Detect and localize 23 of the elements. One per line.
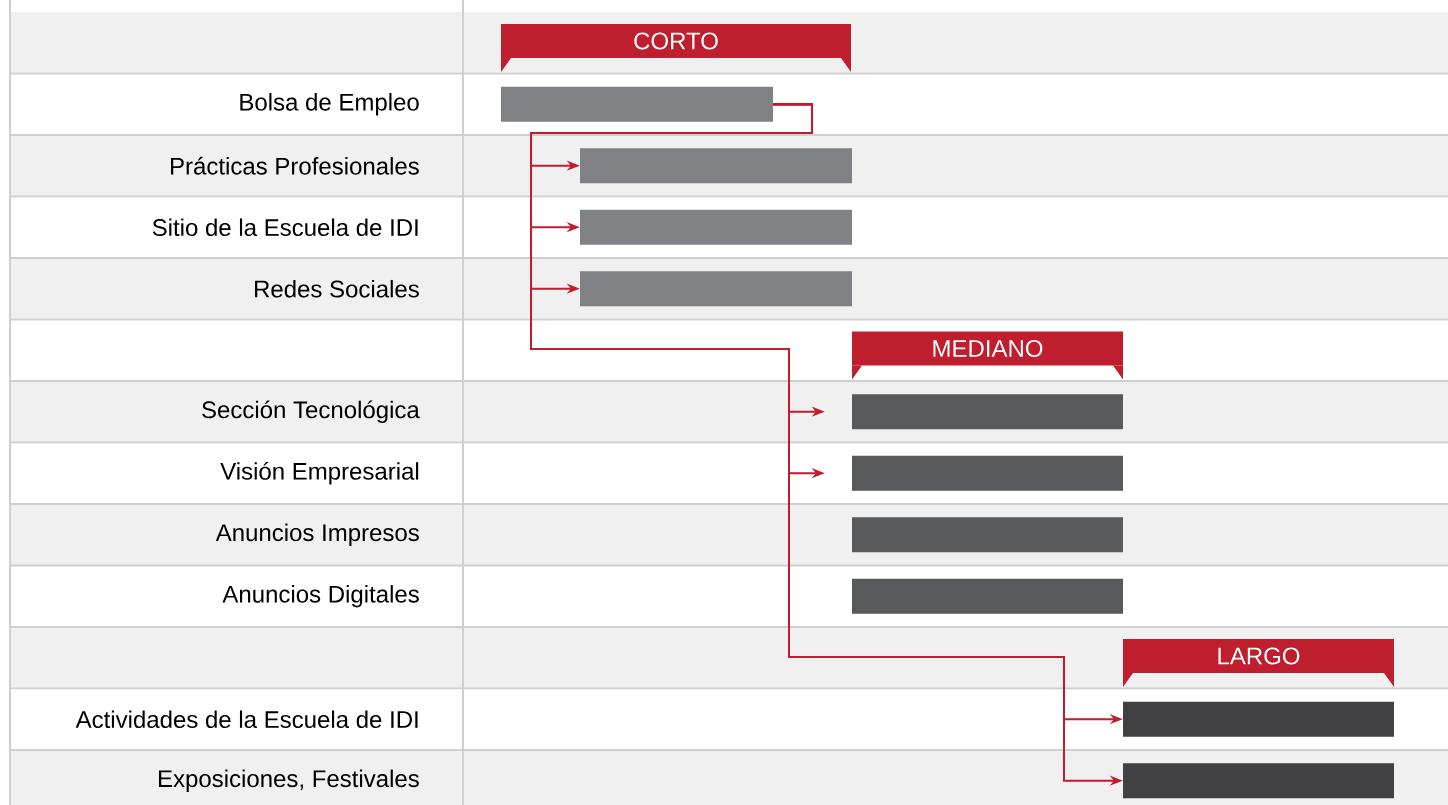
row-label: Exposiciones, Festivales bbox=[159, 769, 419, 792]
row-label: Anuncios Digitales bbox=[222, 585, 419, 608]
timeline-bar bbox=[580, 148, 852, 184]
timeline-bar bbox=[852, 455, 1123, 491]
timeline-bar bbox=[1123, 763, 1394, 799]
timeline-bar bbox=[852, 578, 1123, 614]
timeline-bar bbox=[501, 86, 773, 122]
timeline-bar bbox=[580, 209, 852, 245]
row-label: Prácticas Profesionales bbox=[171, 156, 419, 175]
row-label: Redes Sociales bbox=[255, 279, 419, 298]
timeline-bar bbox=[580, 271, 852, 307]
row-label: Visión Empresarial bbox=[220, 461, 419, 485]
phase-banner: LARGO bbox=[1123, 639, 1394, 687]
row-label: Sección Tecnológica bbox=[202, 400, 420, 424]
row-label: Bolsa de Empleo bbox=[240, 93, 419, 116]
row-label: Sitio de la Escuela de IDI bbox=[152, 218, 418, 237]
phase-banner: CORTO bbox=[501, 24, 851, 72]
phase-banner: MEDIANO bbox=[852, 331, 1123, 380]
timeline-bar bbox=[1123, 701, 1394, 737]
timeline-bar bbox=[852, 517, 1123, 553]
timeline-bar bbox=[852, 394, 1123, 430]
row-label: Actividades de la Escuela de IDI bbox=[75, 710, 418, 729]
row-label: Anuncios Impresos bbox=[215, 523, 419, 546]
